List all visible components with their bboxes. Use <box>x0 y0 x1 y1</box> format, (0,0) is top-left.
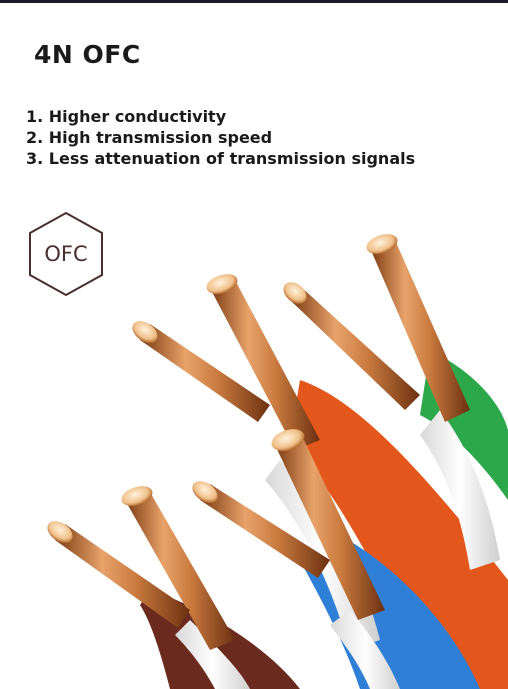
hexagon-badge-icon <box>29 211 103 297</box>
ofc-badge: OFC <box>28 211 104 297</box>
feature-item: 2. High transmission speed <box>26 128 273 147</box>
copper-conductors <box>47 234 470 650</box>
copper-wire-cables-photo <box>47 234 508 689</box>
feature-item: 3. Less attenuation of transmission sign… <box>26 149 416 168</box>
top-border <box>0 0 508 3</box>
feature-list: 1. Higher conductivity 2. High transmiss… <box>26 106 415 169</box>
badge-label: OFC <box>44 242 88 266</box>
feature-item: 1. Higher conductivity <box>26 107 227 126</box>
page-title: 4N OFC <box>34 40 141 69</box>
